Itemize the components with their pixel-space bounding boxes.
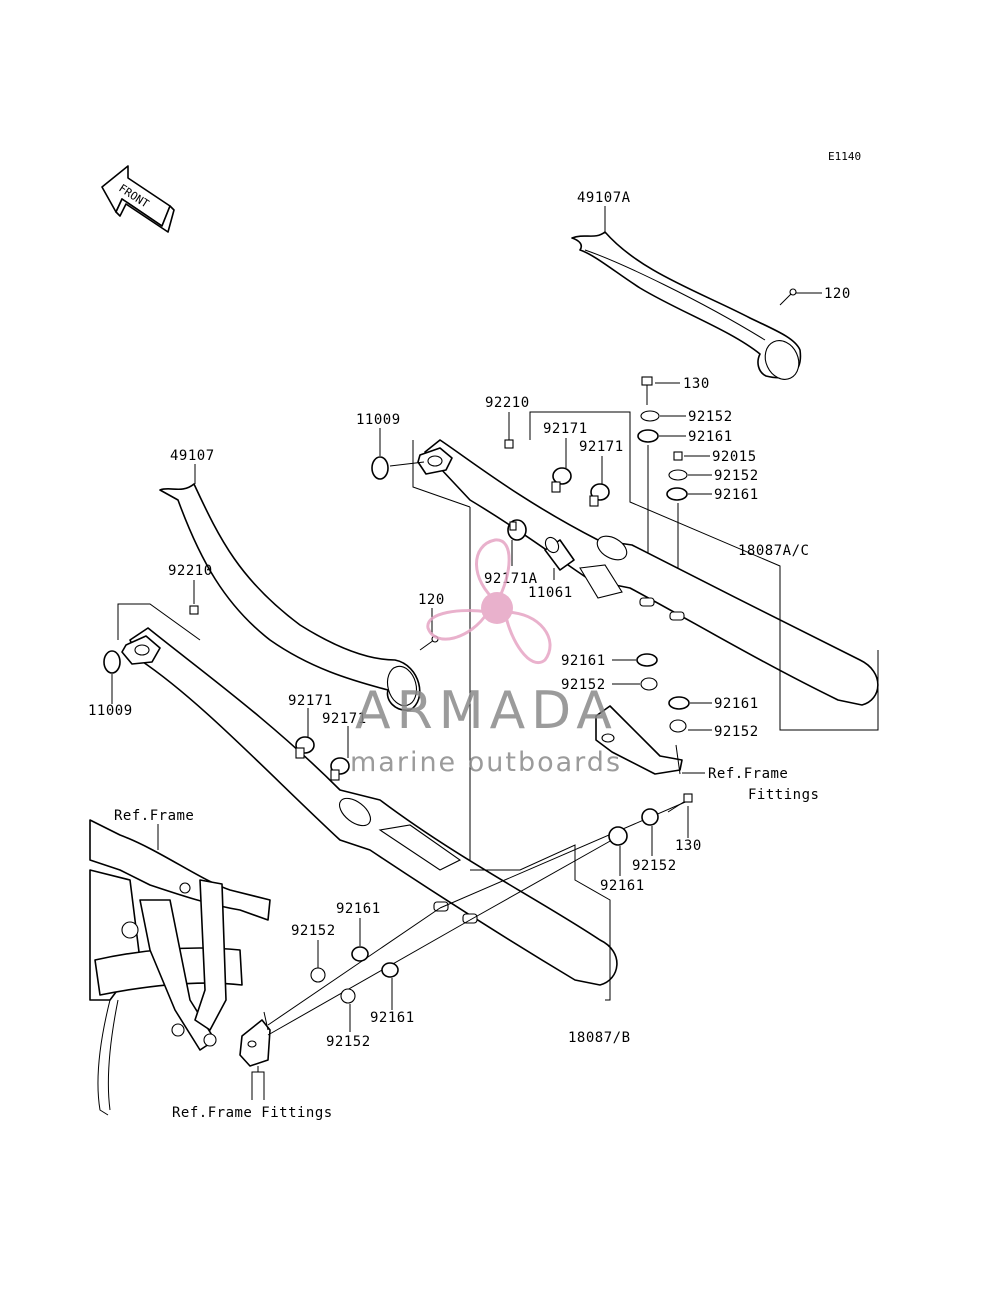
- grommet-92161-f: [351, 946, 369, 962]
- washer-92152-f: [310, 967, 326, 983]
- washer-92152-d: [669, 719, 687, 733]
- label-18087-b: 18087/B: [568, 1030, 631, 1046]
- label-49107: 49107: [170, 448, 215, 464]
- label-ref-frame-fittings-right-2: Fittings: [748, 787, 819, 803]
- label-92161-c: 92161: [561, 653, 606, 669]
- label-92210-top: 92210: [485, 395, 530, 411]
- label-92152-b: 92152: [714, 468, 759, 484]
- watermark-tagline: marine outboards: [350, 747, 622, 778]
- clamp-92171-d: [330, 757, 350, 781]
- pipe-11061: [544, 536, 575, 571]
- label-120-mid: 120: [418, 592, 445, 608]
- label-92171a: 92171A: [484, 571, 538, 587]
- label-92152-g: 92152: [326, 1034, 371, 1050]
- label-92152-f: 92152: [291, 923, 336, 939]
- washer-92152-b: [668, 469, 688, 481]
- muffler-cover-upper: [571, 231, 802, 380]
- label-11061: 11061: [528, 585, 573, 601]
- label-92152-c: 92152: [561, 677, 606, 693]
- watermark-brand: ARMADA: [355, 681, 618, 741]
- label-ref-frame-fittings-bottom: Ref.Frame Fittings: [172, 1105, 333, 1121]
- bolt-130-top: [641, 376, 653, 405]
- diagram-code: E1140: [828, 150, 861, 163]
- propeller-logo-icon: [426, 538, 552, 664]
- frame-fitting-bracket-left: [239, 1011, 271, 1067]
- grommet-92161-b: [666, 487, 688, 501]
- nut-92015: [673, 451, 683, 461]
- label-92210-left: 92210: [168, 563, 213, 579]
- gasket-11009-left: [103, 650, 121, 674]
- washer-92152-c: [640, 677, 658, 691]
- front-arrow-icon: FRONT: [101, 165, 175, 233]
- clamp-92171-a: [551, 467, 572, 493]
- label-11009-left: 11009: [88, 703, 133, 719]
- label-92152-d: 92152: [714, 724, 759, 740]
- clamp-92171-c: [295, 736, 315, 759]
- label-18087a-c: 18087A/C: [738, 543, 809, 559]
- label-92161-g: 92161: [370, 1010, 415, 1026]
- grommet-92161-a: [637, 429, 659, 443]
- label-92161-a: 92161: [688, 429, 733, 445]
- clamp-92171a: [507, 519, 527, 541]
- nut-92210-left: [189, 605, 199, 615]
- label-92171-c: 92171: [288, 693, 333, 709]
- bolt-130-mid: [667, 793, 693, 813]
- label-92152-a: 92152: [688, 409, 733, 425]
- washer-92152-e: [641, 808, 659, 826]
- label-92171-d: 92171: [322, 711, 367, 727]
- label-130-mid: 130: [675, 838, 702, 854]
- frame-illustration: [89, 819, 271, 1116]
- clamp-92171-b: [589, 483, 610, 507]
- label-120-top: 120: [824, 286, 851, 302]
- washer-92152-g: [340, 988, 356, 1004]
- label-11009-top: 11009: [356, 412, 401, 428]
- label-92161-d: 92161: [714, 696, 759, 712]
- label-ref-frame-fittings-right-1: Ref.Frame: [708, 766, 788, 782]
- frame-fitting-bracket-right: [595, 705, 683, 775]
- armada-logo-watermark: ARMADA marine outboards: [350, 538, 622, 778]
- label-92171-b: 92171: [579, 439, 624, 455]
- label-92161-b: 92161: [714, 487, 759, 503]
- label-92161-e: 92161: [600, 878, 645, 894]
- muffler-cover-left: [159, 483, 421, 711]
- grommet-92161-g: [381, 962, 399, 978]
- grommet-92161-e: [608, 826, 628, 846]
- label-ref-frame: Ref.Frame: [114, 808, 194, 824]
- gasket-11009-top: [371, 456, 389, 480]
- grommet-92161-d: [668, 696, 690, 710]
- screw-120-top: [779, 288, 797, 306]
- label-92152-e: 92152: [632, 858, 677, 874]
- label-130-top: 130: [683, 376, 710, 392]
- washer-92152-a: [640, 410, 660, 422]
- nut-92210-top: [504, 439, 514, 449]
- label-49107a: 49107A: [577, 190, 631, 206]
- label-92161-f: 92161: [336, 901, 381, 917]
- grommet-92161-c: [636, 653, 658, 667]
- muffler-left: [121, 627, 618, 986]
- label-92015: 92015: [712, 449, 757, 465]
- label-92171-a: 92171: [543, 421, 588, 437]
